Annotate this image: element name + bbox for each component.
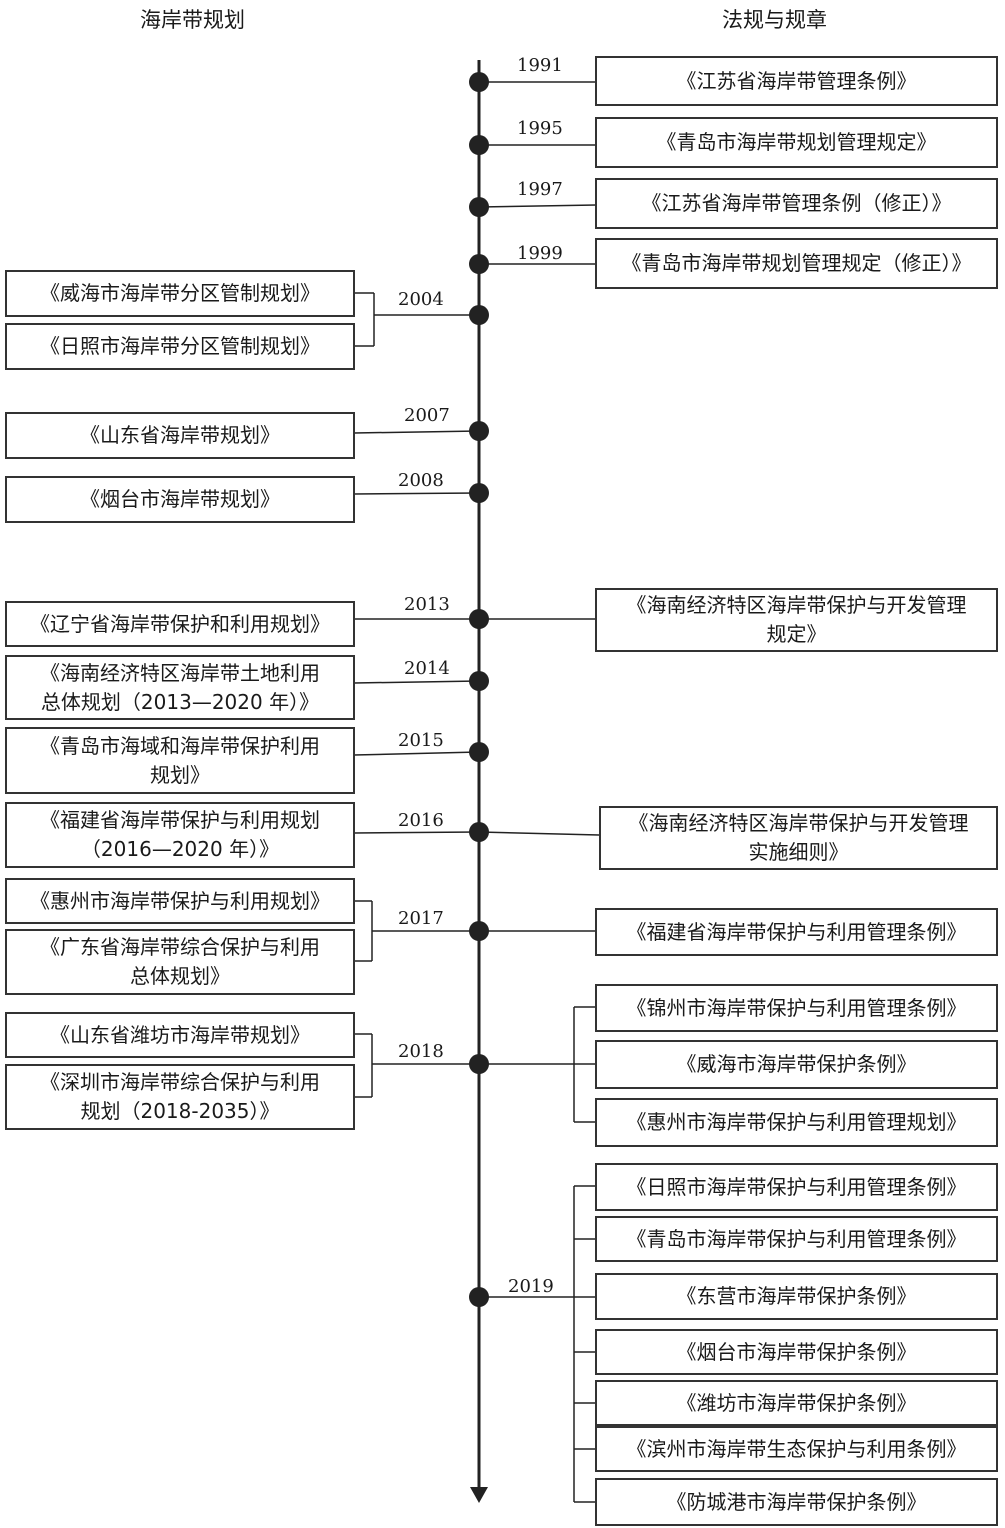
regulation-box-jiangsu-1991: 《江苏省海岸带管理条例》 xyxy=(595,56,998,106)
regulation-box-qingdao-1999: 《青岛市海岸带规划管理规定（修正）》 xyxy=(595,238,998,289)
node-1999 xyxy=(469,254,489,274)
regulation-box-hainan-2016: 《海南经济特区海岸带保护与开发管理 实施细则》 xyxy=(599,806,998,870)
plan-box-weifang-2018: 《山东省潍坊市海岸带规划》 xyxy=(5,1012,355,1058)
regulation-box-dongying-2019: 《东营市海岸带保护条例》 xyxy=(595,1273,998,1320)
plan-box-weihai-2004: 《威海市海岸带分区管制规划》 xyxy=(5,270,355,317)
regulation-box-rizhao-2019: 《日照市海岸带保护与利用管理条例》 xyxy=(595,1163,998,1211)
plan-connectors xyxy=(353,292,480,1098)
node-1997 xyxy=(469,197,489,217)
year-label-2015: 2015 xyxy=(398,730,444,751)
node-2016 xyxy=(469,822,489,842)
year-label-2014: 2014 xyxy=(404,658,450,679)
year-nodes xyxy=(469,72,489,1307)
regulation-box-jinzhou-2018: 《锦州市海岸带保护与利用管理条例》 xyxy=(595,984,998,1032)
plan-box-shandong-2007: 《山东省海岸带规划》 xyxy=(5,412,355,459)
plan-box-guangdong-2017: 《广东省海岸带综合保护与利用 总体规划》 xyxy=(5,929,355,995)
regulation-box-weihai-2018: 《威海市海岸带保护条例》 xyxy=(595,1040,998,1089)
regulation-box-binzhou-2019: 《滨州市海岸带生态保护与利用条例》 xyxy=(595,1426,998,1472)
year-label-2013: 2013 xyxy=(404,594,450,615)
plan-box-qingdao-2015: 《青岛市海域和海岸带保护利用 规划》 xyxy=(5,727,355,794)
node-2013 xyxy=(469,609,489,629)
year-label-2017: 2017 xyxy=(398,908,444,929)
regulation-connectors xyxy=(478,81,600,1503)
year-label-2016: 2016 xyxy=(398,810,444,831)
node-1991 xyxy=(469,72,489,92)
plan-box-fujian-2016: 《福建省海岸带保护与利用规划 （2016—2020 年）》 xyxy=(5,802,355,868)
node-2015 xyxy=(469,742,489,762)
year-label-2007: 2007 xyxy=(404,405,450,426)
regulation-box-qingdao-2019: 《青岛市海岸带保护与利用管理条例》 xyxy=(595,1216,998,1262)
node-2018 xyxy=(469,1054,489,1074)
node-1995 xyxy=(469,135,489,155)
year-label-2008: 2008 xyxy=(398,470,444,491)
plan-box-shenzhen-2018: 《深圳市海岸带综合保护与利用 规划（2018-2035）》 xyxy=(5,1064,355,1130)
plan-box-liaoning-2013: 《辽宁省海岸带保护和利用规划》 xyxy=(5,601,355,647)
year-label-1991: 1991 xyxy=(517,55,563,76)
plan-box-huizhou-2017: 《惠州市海岸带保护与利用规划》 xyxy=(5,878,355,924)
timeline-arrowhead xyxy=(470,1487,488,1503)
regulation-box-yantai-2019: 《烟台市海岸带保护条例》 xyxy=(595,1329,998,1375)
regulation-box-hainan-2013: 《海南经济特区海岸带保护与开发管理 规定》 xyxy=(595,588,998,652)
year-label-2018: 2018 xyxy=(398,1041,444,1062)
node-2014 xyxy=(469,671,489,691)
node-2004 xyxy=(469,305,489,325)
year-label-1995: 1995 xyxy=(517,118,563,139)
right-column-header: 法规与规章 xyxy=(722,8,827,32)
plan-box-rizhao-2004: 《日照市海岸带分区管制规划》 xyxy=(5,323,355,370)
regulation-box-qingdao-1995: 《青岛市海岸带规划管理规定》 xyxy=(595,117,998,168)
node-2008 xyxy=(469,483,489,503)
year-label-2019: 2019 xyxy=(508,1276,554,1297)
year-label-1999: 1999 xyxy=(517,243,563,264)
year-label-1997: 1997 xyxy=(517,179,563,200)
year-label-2004: 2004 xyxy=(398,289,444,310)
regulation-box-jiangsu-1997: 《江苏省海岸带管理条例（修正）》 xyxy=(595,178,998,229)
node-2017 xyxy=(469,921,489,941)
plan-box-hainan-2014: 《海南经济特区海岸带土地利用 总体规划（2013—2020 年）》 xyxy=(5,655,355,720)
regulation-box-fujian-2017: 《福建省海岸带保护与利用管理条例》 xyxy=(595,908,998,956)
plan-box-yantai-2008: 《烟台市海岸带规划》 xyxy=(5,476,355,523)
regulation-box-fangchenggang-2019: 《防城港市海岸带保护条例》 xyxy=(595,1478,998,1526)
left-column-header: 海岸带规划 xyxy=(140,8,245,32)
node-2007 xyxy=(469,421,489,441)
node-2019 xyxy=(469,1287,489,1307)
regulation-box-huizhou-2018: 《惠州市海岸带保护与利用管理规划》 xyxy=(595,1098,998,1147)
regulation-box-weifang-2019: 《潍坊市海岸带保护条例》 xyxy=(595,1380,998,1426)
